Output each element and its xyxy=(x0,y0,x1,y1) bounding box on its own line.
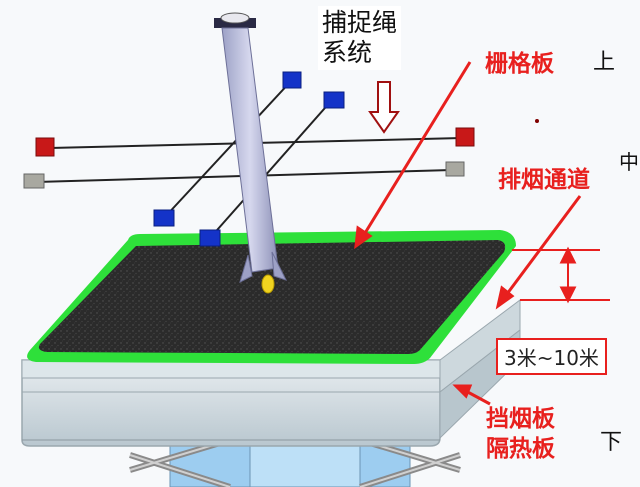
lift-structure xyxy=(129,437,461,487)
height-range-label: 3米~10米 xyxy=(496,338,607,375)
baffle-line2: 隔热板 xyxy=(486,436,555,462)
baffle-box xyxy=(21,299,521,447)
rope-node-blue-3 xyxy=(153,209,175,227)
rope-node-red-right xyxy=(455,127,475,147)
rocket xyxy=(214,12,287,294)
smoke-channel-label: 排烟通道 xyxy=(498,167,590,193)
rope-node-blue-1 xyxy=(282,71,302,89)
marker-dot xyxy=(535,119,539,123)
baffle-line1: 挡烟板 xyxy=(486,406,555,432)
rope-node-grey-left xyxy=(23,173,45,189)
rope-node-red-left xyxy=(35,137,55,157)
position-top-label: 上 xyxy=(593,50,616,75)
rope-node-grey-right xyxy=(445,161,465,177)
annotation-arrows xyxy=(354,61,610,406)
rope-node-blue-4 xyxy=(199,229,221,247)
baffle-label: 挡烟板 隔热板 xyxy=(486,404,555,464)
capture-system-label: 捕捉绳 系统 xyxy=(318,6,402,70)
rope-node-blue-2 xyxy=(323,91,345,109)
capture-arrow xyxy=(368,81,400,134)
capture-system-line2: 系统 xyxy=(322,38,373,67)
grid-plate xyxy=(27,230,516,364)
grid-plate-label: 栅格板 xyxy=(485,51,554,77)
position-middle-label: 中 xyxy=(619,150,639,174)
position-bottom-label: 下 xyxy=(600,430,623,455)
capture-system-line1: 捕捉绳 xyxy=(322,8,398,37)
